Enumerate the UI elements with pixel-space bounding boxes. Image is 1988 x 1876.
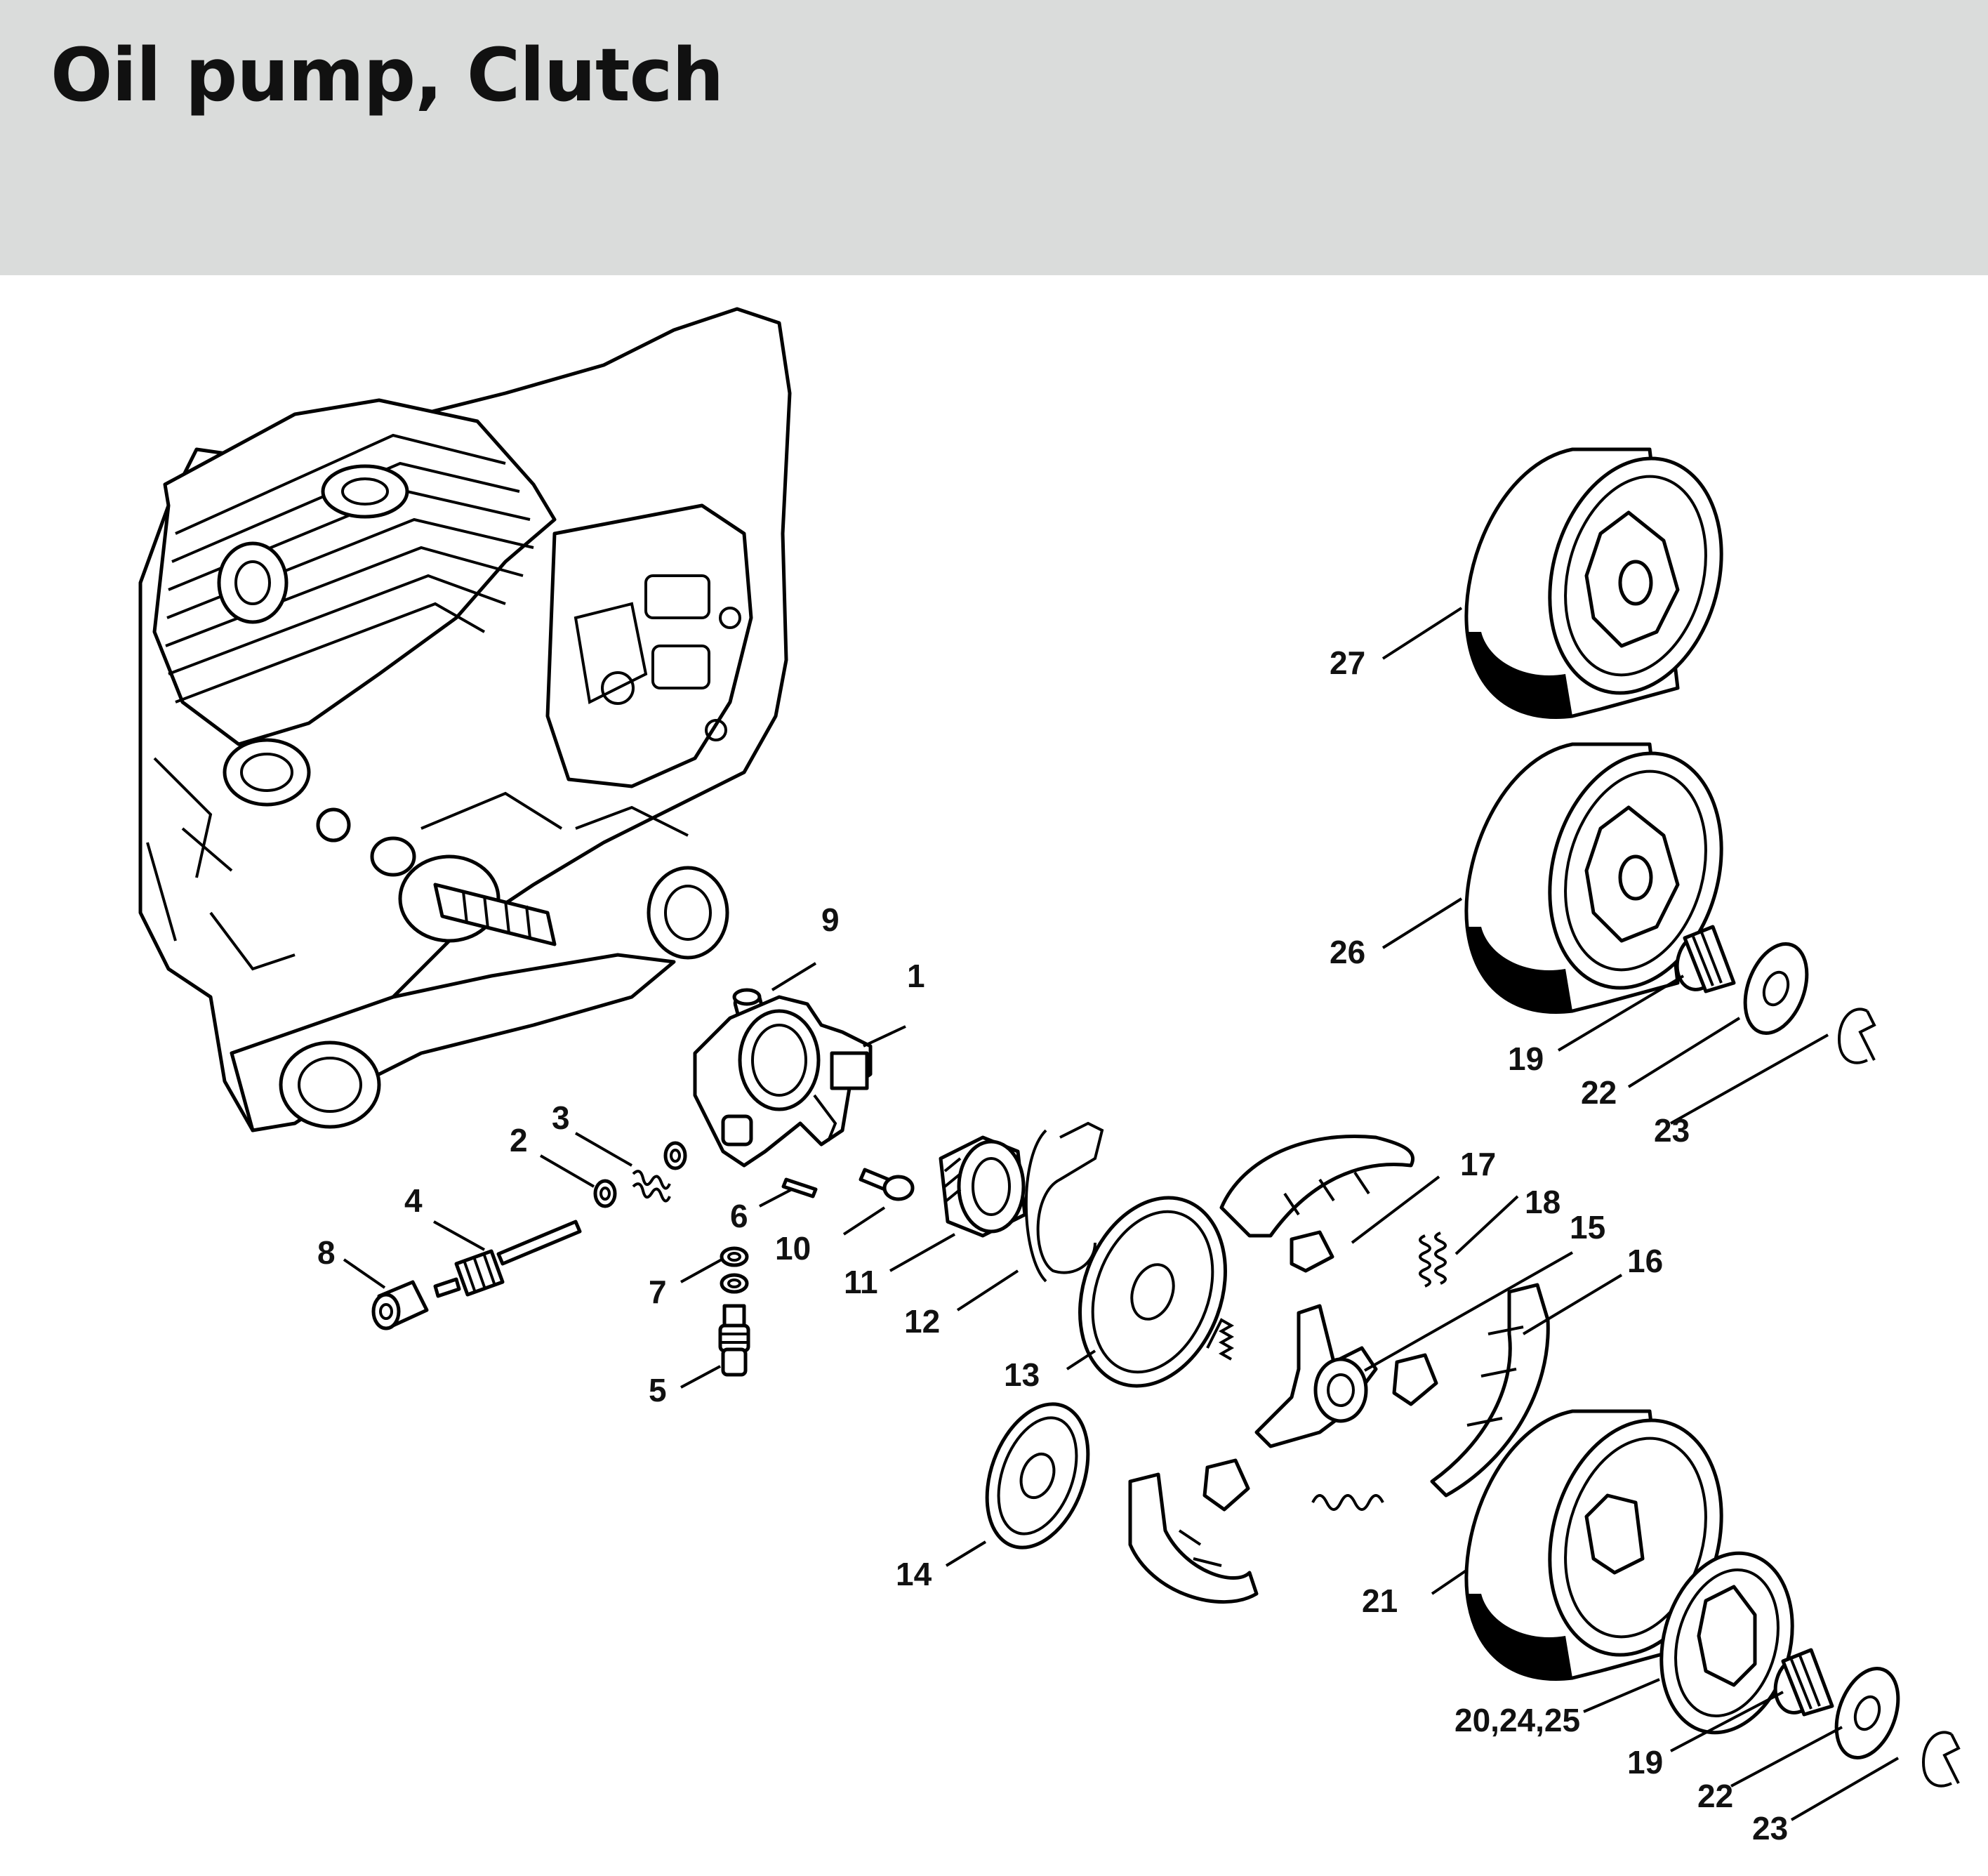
callout-1: 1 <box>907 958 925 994</box>
part-22-washer-bottom <box>1834 1666 1900 1760</box>
part-13-washer <box>1078 1196 1227 1388</box>
callout-11: 11 <box>844 1264 878 1300</box>
callout-2: 2 <box>510 1122 528 1158</box>
callout-22-top: 22 <box>1581 1074 1617 1111</box>
part-18-spring <box>1419 1231 1447 1288</box>
callout-22-bottom: 22 <box>1697 1778 1733 1814</box>
callout-10: 10 <box>775 1230 811 1267</box>
part-15-clutch-hub <box>1254 1304 1378 1448</box>
callout-3: 3 <box>552 1099 570 1136</box>
part-22-washer-top <box>1743 942 1809 1036</box>
callout-21: 21 <box>1362 1583 1398 1619</box>
callout-20-24-25: 20,24,25 <box>1454 1702 1580 1738</box>
callout-9: 9 <box>821 901 840 938</box>
callout-8: 8 <box>317 1234 336 1271</box>
engine-housing <box>138 307 792 1132</box>
part-3-spring <box>632 1141 687 1203</box>
part-10-screw <box>859 1168 915 1201</box>
part-14-washer <box>985 1402 1090 1550</box>
leader-lines <box>343 607 1900 1821</box>
callout-17: 17 <box>1460 1146 1496 1182</box>
part-27-rim-sprocket-drum <box>1464 447 1723 719</box>
callout-19-bottom: 19 <box>1627 1744 1663 1781</box>
part-6-pin <box>781 1177 818 1198</box>
callout-27: 27 <box>1330 645 1365 681</box>
slider-pieces <box>1202 1353 1438 1512</box>
part-11-worm-gear <box>939 1135 1027 1238</box>
callout-4: 4 <box>404 1182 423 1219</box>
part-1-oil-pump-body <box>693 995 873 1168</box>
part-23-e-clip-top <box>1837 1008 1876 1064</box>
callout-26: 26 <box>1330 934 1365 970</box>
callout-5: 5 <box>649 1372 667 1408</box>
callout-6: 6 <box>730 1198 748 1234</box>
callout-19-top: 19 <box>1508 1041 1544 1077</box>
tension-springs <box>1206 1318 1384 1511</box>
part-7-o-rings <box>720 1246 749 1294</box>
callout-18: 18 <box>1525 1184 1560 1220</box>
callout-13: 13 <box>1004 1356 1040 1393</box>
part-5-adjusting-screw <box>718 1304 750 1377</box>
callout-labels: 9 1 3 2 4 8 6 7 5 10 11 12 13 14 17 18 1… <box>317 645 1788 1847</box>
callout-16: 16 <box>1627 1243 1663 1279</box>
callout-12: 12 <box>904 1303 940 1340</box>
part-8-bushing <box>371 1280 429 1330</box>
part-19-needle-cage-bottom <box>1773 1648 1834 1717</box>
part-16-clutch-shoe <box>1430 1283 1550 1498</box>
callout-23-bottom: 23 <box>1752 1810 1788 1847</box>
clutch-shoe-top <box>1219 1135 1414 1238</box>
page-title: Oil pump, Clutch <box>51 32 724 118</box>
callout-15: 15 <box>1570 1209 1605 1246</box>
header-bar: Oil pump, Clutch <box>0 0 1988 275</box>
clutch-shoe-bottom <box>1128 1472 1259 1604</box>
callout-14: 14 <box>896 1556 932 1592</box>
part-20-rim-sprocket <box>1659 1551 1794 1735</box>
callout-7: 7 <box>649 1274 667 1310</box>
part-23-e-clip-bottom <box>1921 1731 1961 1788</box>
part-4-worm-shaft <box>433 1220 582 1298</box>
part-26-rim-sprocket-drum <box>1464 742 1723 1014</box>
part-12-spring-wire <box>1024 1121 1104 1283</box>
part-19-needle-cage-top <box>1675 925 1736 993</box>
part-21-clutch-drum <box>1464 1409 1723 1681</box>
part-17-slider <box>1290 1230 1334 1273</box>
part-2-washer <box>593 1179 617 1208</box>
callout-23-top: 23 <box>1654 1112 1690 1149</box>
